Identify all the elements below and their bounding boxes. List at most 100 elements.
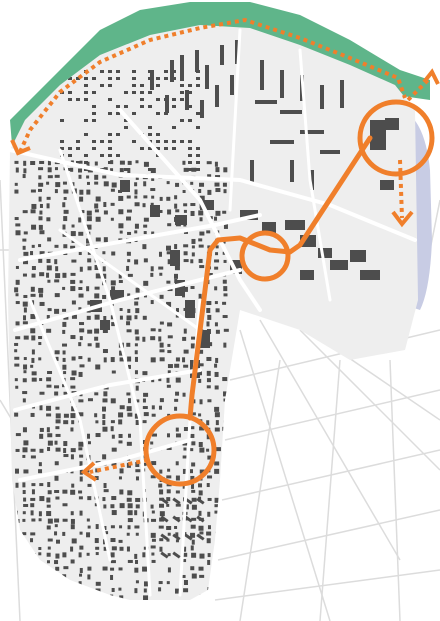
building [159,503,165,508]
building-slab [180,55,184,81]
building [164,77,168,80]
building [118,280,123,284]
building [175,490,180,494]
building [111,447,117,452]
street [18,213,262,262]
building [68,154,72,157]
building [151,510,155,514]
main-route-line [187,135,373,421]
building [23,307,27,313]
building [174,273,179,279]
building [79,336,83,341]
building [102,251,106,255]
building [199,469,205,474]
building [127,503,133,509]
building [86,552,90,556]
dashed-route-west [89,458,149,474]
building [207,245,211,249]
building [111,251,116,256]
building [78,447,83,451]
building [167,350,172,354]
building-block [300,270,314,280]
building [166,301,172,307]
building-slab [260,60,264,90]
building [180,140,184,143]
building [174,406,178,411]
building [182,160,186,165]
building [78,399,84,403]
building [22,174,26,179]
building [172,98,176,101]
building [116,154,120,157]
building [22,490,26,495]
building [127,167,131,173]
building [206,161,212,165]
building [206,370,211,376]
building [79,266,83,272]
building [62,531,66,536]
building [84,84,88,87]
building [174,203,178,209]
building [110,217,114,221]
building [116,112,120,115]
route-arrows [10,68,440,482]
building [159,517,165,522]
building [54,440,58,445]
building [190,259,194,264]
building [148,147,152,150]
building [95,581,101,586]
building [46,525,51,530]
building [206,385,211,389]
building [159,321,164,325]
building [14,356,20,360]
building [39,433,44,439]
building [46,497,51,503]
building [22,245,26,250]
building [95,546,100,550]
building [206,321,210,327]
building [188,154,192,157]
building [166,251,171,255]
building [164,140,168,143]
building [156,133,160,136]
building [207,455,212,460]
building [135,469,141,473]
building [54,489,60,493]
building [108,70,112,73]
building [188,168,192,171]
building [132,84,136,87]
building [215,252,219,256]
building [31,244,35,248]
building [95,273,101,279]
building [191,167,197,172]
building [15,265,19,269]
building [207,525,211,530]
building [55,433,61,437]
building [119,160,125,165]
building [119,405,125,410]
building [70,413,76,419]
building [151,538,156,542]
building [119,525,123,529]
building [198,483,203,488]
building [95,524,99,530]
building [54,461,59,466]
building [206,420,210,426]
building [38,342,42,346]
green-belt-park [10,2,430,145]
building [78,252,82,256]
building [135,504,140,509]
building [63,441,68,447]
building [79,454,84,458]
building [55,447,61,452]
building [215,167,220,173]
building [14,378,18,382]
building [164,112,168,115]
building [78,490,83,494]
building [188,91,192,94]
building [46,427,50,433]
building [156,147,160,150]
building [22,532,27,536]
building [207,553,211,558]
